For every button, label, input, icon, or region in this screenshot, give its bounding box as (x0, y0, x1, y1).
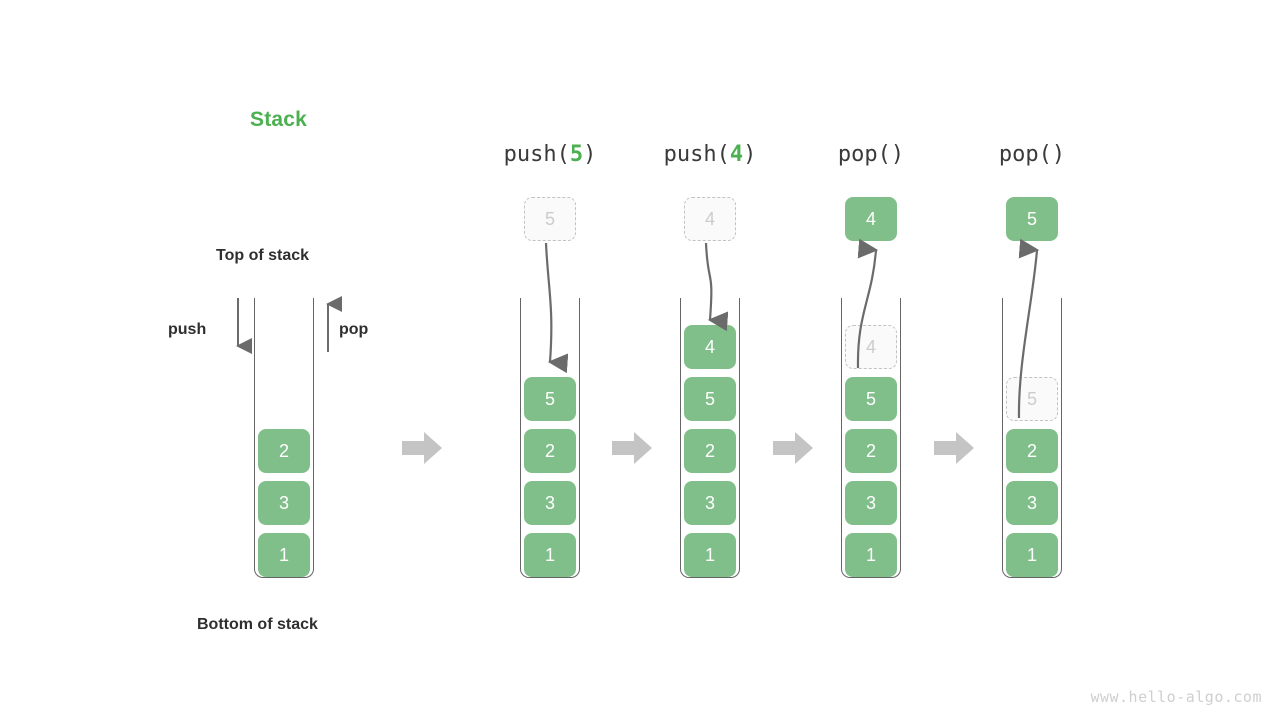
stack-container (254, 298, 314, 578)
operation-name: push( (503, 142, 570, 167)
stack-cell: 2 (684, 429, 736, 473)
stack-cell: 4 (684, 325, 736, 369)
top-of-stack-label: Top of stack (216, 247, 310, 264)
stack-cell: 3 (845, 481, 897, 525)
push-direction-arrow (236, 298, 252, 354)
stack-cells: 1 3 2 5 4 (684, 325, 736, 577)
push-label: push (168, 321, 207, 338)
stack-container (680, 298, 740, 578)
push-arrow (704, 242, 729, 332)
page-title: Stack (250, 108, 308, 131)
operation-header-3: pop() (952, 142, 1112, 167)
operation-column-3: 1 3 2 5 5 (952, 0, 1112, 720)
push-arrow (544, 242, 569, 374)
popped-element: 5 (1006, 197, 1058, 241)
stack-cell: 5 (524, 377, 576, 421)
stack-cell: 2 (845, 429, 897, 473)
stack-cell: 5 (845, 377, 897, 421)
stack-cells: 1 3 2 (258, 429, 310, 577)
operation-paren: ) (890, 142, 905, 167)
stack-container (520, 298, 580, 578)
operation-column-0: 1 3 2 5 5 (470, 0, 630, 720)
operation-column-2: 1 3 2 5 4 4 (791, 0, 951, 720)
operation-argument: 5 (569, 142, 584, 167)
operation-argument: 4 (729, 142, 744, 167)
stack-container (1002, 298, 1062, 578)
watermark: www.hello-algo.com (1090, 688, 1262, 706)
stack-cell: 2 (1006, 429, 1058, 473)
stack-cell: 2 (524, 429, 576, 473)
floating-ghost-element: 4 (684, 197, 736, 241)
stack-cell: 5 (684, 377, 736, 421)
pop-arrow (856, 238, 879, 369)
flow-arrow-0 (402, 432, 442, 464)
flow-arrow-2 (773, 432, 813, 464)
operation-header-0: push(5) (470, 142, 630, 167)
operation-header-1: push(4) (630, 142, 790, 167)
stack-cell: 3 (1006, 481, 1058, 525)
stack-cell: 3 (258, 481, 310, 525)
stack-cell: 1 (845, 533, 897, 577)
stack-cell: 3 (524, 481, 576, 525)
floating-ghost-element: 5 (524, 197, 576, 241)
pop-arrow (1017, 238, 1040, 419)
flow-arrow-3 (934, 432, 974, 464)
operation-column-1: 1 3 2 5 4 4 (630, 0, 790, 720)
stack-cells: 1 3 2 5 (1006, 377, 1058, 577)
stack-cell: 1 (684, 533, 736, 577)
popped-element: 4 (845, 197, 897, 241)
operation-paren: ) (743, 142, 757, 167)
pop-direction-arrow (326, 296, 342, 352)
operation-paren: ) (583, 142, 597, 167)
stack-cell: 3 (684, 481, 736, 525)
operation-header-2: pop() (791, 142, 951, 167)
bottom-of-stack-label: Bottom of stack (197, 616, 318, 633)
operation-name: pop( (998, 142, 1052, 167)
stack-cell: 1 (258, 533, 310, 577)
operation-name: pop( (837, 142, 891, 167)
stack-cells: 1 3 2 5 4 (845, 325, 897, 577)
stack-cell: 1 (524, 533, 576, 577)
stack-cell-ghost: 4 (845, 325, 897, 369)
stack-cell: 2 (258, 429, 310, 473)
stack-cells: 1 3 2 5 (524, 377, 576, 577)
stack-cell-ghost: 5 (1006, 377, 1058, 421)
operation-paren: ) (1051, 142, 1066, 167)
reference-stack: 1 3 2 (204, 0, 364, 720)
operation-name: push( (663, 142, 730, 167)
stack-cell: 1 (1006, 533, 1058, 577)
pop-label: pop (339, 321, 369, 338)
flow-arrow-1 (612, 432, 652, 464)
stack-container (841, 298, 901, 578)
